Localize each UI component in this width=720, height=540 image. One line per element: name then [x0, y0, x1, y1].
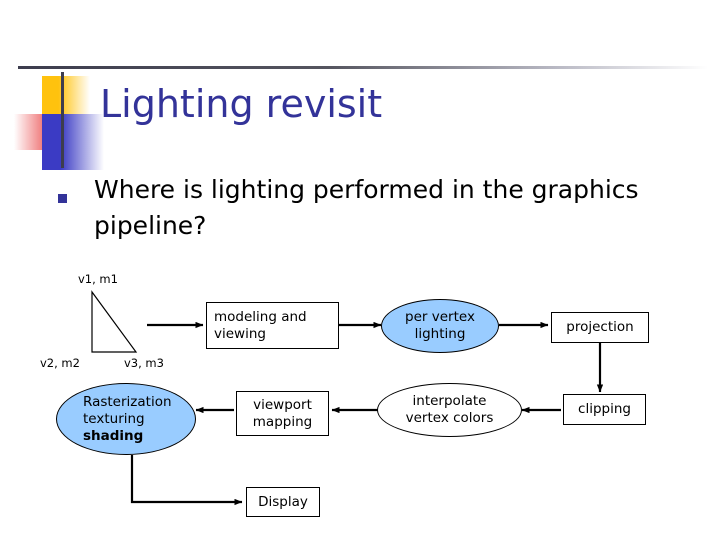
node-label-line2: mapping — [252, 413, 313, 430]
title-underline-rule — [18, 66, 708, 69]
node-label-line2: texturing — [83, 410, 145, 427]
node-clipping[interactable]: clipping — [563, 394, 646, 425]
node-label-line2: vertex colors — [405, 410, 494, 426]
node-modeling-and-viewing[interactable]: modeling and viewing — [206, 302, 339, 349]
node-label-line3: shading — [83, 427, 144, 444]
node-per-vertex-lighting[interactable]: per vertex lighting — [381, 299, 499, 353]
bullet-text: Where is lighting performed in the graph… — [94, 175, 639, 240]
node-display[interactable]: Display — [246, 487, 320, 517]
edge-rasterization-to-display — [130, 455, 243, 506]
node-rasterization[interactable]: Rasterization texturing shading — [56, 383, 196, 455]
node-label-line2: viewing — [214, 325, 266, 342]
crosshair-vertical-line — [61, 72, 64, 168]
node-label-line1: per vertex — [405, 309, 475, 325]
node-label: clipping — [578, 401, 631, 417]
node-label: projection — [566, 319, 634, 335]
yellow-square-icon — [42, 76, 90, 120]
vertex-label-v3: v3, m3 — [124, 356, 164, 370]
decorative-logo — [14, 72, 120, 170]
node-label-line2: lighting — [414, 326, 466, 342]
node-label-line1: viewport — [253, 396, 312, 413]
node-interpolate-vertex-colors[interactable]: interpolate vertex colors — [377, 383, 522, 437]
node-label-line1: interpolate — [412, 393, 487, 409]
node-label-line1: modeling and — [214, 308, 307, 325]
node-viewport-mapping[interactable]: viewport mapping — [236, 391, 329, 436]
vertex-label-v1: v1, m1 — [78, 272, 118, 286]
node-projection[interactable]: projection — [551, 312, 649, 343]
vertex-label-v2: v2, m2 — [40, 356, 80, 370]
node-label: Display — [258, 493, 308, 510]
page-title: Lighting revisit — [100, 82, 383, 126]
blue-square-icon — [42, 114, 104, 170]
square-bullet-icon — [58, 194, 67, 203]
node-label-line1: Rasterization — [83, 393, 172, 410]
